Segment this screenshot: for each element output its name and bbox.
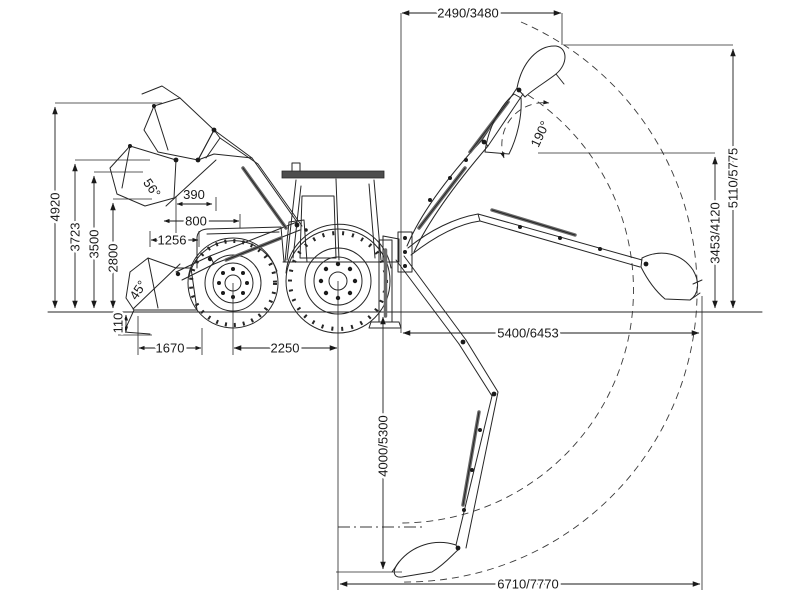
dim-2800-label: 2800 — [106, 244, 121, 273]
cab-roof — [281, 170, 385, 179]
dim-3500-label: 3500 — [87, 230, 102, 259]
stabilizer-leg — [368, 231, 413, 329]
loader-arm-raised — [109, 85, 303, 230]
tractor-body — [188, 162, 400, 277]
dim-3453-4120-label: 3453/4120 — [708, 202, 723, 263]
dim-5400-6453-label: 5400/6453 — [497, 326, 558, 341]
loader-bucket-ground — [125, 257, 198, 311]
beacon-light — [291, 162, 301, 172]
extension-lines — [55, 13, 733, 590]
working-envelope-arcs — [338, 21, 698, 583]
dim-2490-3480-label: 2490/3480 — [437, 6, 498, 21]
dim-390-label: 390 — [183, 187, 205, 202]
dim-1256-label: 1256 — [158, 233, 187, 248]
dim-4000-5300-label: 4000/5300 — [376, 415, 391, 476]
dim-56deg-label: 56° — [140, 176, 164, 201]
dim-2250-label: 2250 — [271, 341, 300, 356]
backhoe-bucket-curled — [516, 45, 566, 98]
dim-190deg-label: 190° — [528, 119, 553, 150]
backhoe-bucket-dig — [393, 541, 459, 578]
loader-bucket-dumped — [109, 145, 177, 207]
dimension-labels: 4920 3723 3500 2800 110 56° 45° 390 800 … — [45, 3, 743, 594]
dim-800-label: 800 — [185, 214, 207, 229]
backhoe-raised-position — [406, 45, 566, 253]
dimension-lines — [52, 10, 736, 587]
backhoe-dig-position — [391, 255, 499, 578]
dim-1670-label: 1670 — [156, 341, 185, 356]
dim-110-label: 110 — [111, 313, 126, 334]
dim-5110-5775-label: 5110/5775 — [726, 148, 741, 209]
dim-45deg-label: 45° — [126, 278, 149, 303]
dim-6710-7770-label: 6710/7770 — [497, 577, 558, 592]
bucket-rotation-arc — [500, 100, 550, 159]
backhoe-bucket-reach — [640, 252, 698, 301]
dim-3723-label: 3723 — [68, 223, 83, 252]
backhoe-reach-position — [407, 208, 703, 301]
loader-arm-lowered — [123, 219, 308, 335]
dim-4920-label: 4920 — [48, 193, 63, 222]
